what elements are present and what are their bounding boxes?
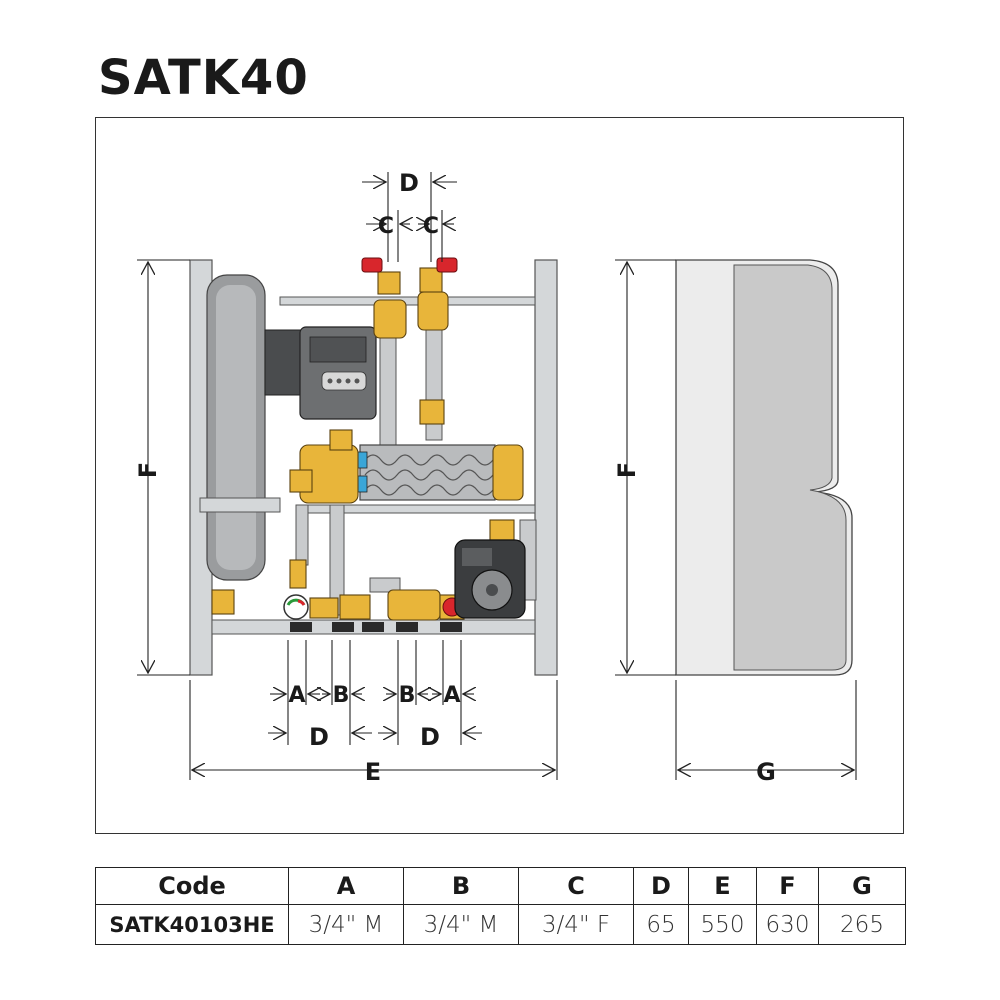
dim-c-left: C <box>378 214 394 239</box>
right-rail <box>534 259 558 676</box>
cell-d: 65 <box>633 904 689 945</box>
pipework <box>295 324 537 616</box>
table-row: SATK40103HE 3/4" M 3/4" M 3/4" F 65 550 … <box>95 904 906 945</box>
top-bar <box>279 296 536 306</box>
cell-e: 550 <box>688 904 757 945</box>
dim-g: G <box>756 758 776 786</box>
dim-f-left: F <box>134 462 162 478</box>
dim-c-right: C <box>423 214 439 239</box>
header-f: F <box>756 866 819 906</box>
dimension-table: Code A B C D E F G SATK40103HE 3/4" M 3/… <box>95 866 906 945</box>
plate-heat-exchanger <box>356 444 496 501</box>
dim-d-top: D <box>399 169 419 197</box>
cell-code: SATK40103HE <box>95 904 289 945</box>
dimension-lines <box>137 172 857 780</box>
controller-display <box>309 336 367 363</box>
dim-e: E <box>365 758 381 786</box>
side-box <box>264 329 306 396</box>
cell-c: 3/4" F <box>518 904 634 945</box>
table-header-row: Code A B C D E F G <box>95 866 906 906</box>
cover-face <box>733 264 847 671</box>
dim-d-bottom-right: D <box>420 723 440 751</box>
front-view <box>189 257 558 676</box>
page-title: SATK40 <box>98 50 309 106</box>
header-d: D <box>633 866 689 906</box>
side-view <box>675 259 853 676</box>
dim-a-right: A <box>443 683 460 708</box>
cell-b: 3/4" M <box>403 904 519 945</box>
header-g: G <box>818 866 906 906</box>
cell-g: 265 <box>818 904 906 945</box>
header-code: Code <box>95 866 289 906</box>
header-a: A <box>288 866 404 906</box>
header-c: C <box>518 866 634 906</box>
circulation-pump <box>454 539 526 619</box>
controller-buttons <box>321 371 367 391</box>
dim-b-left: B <box>333 683 350 708</box>
drawing-frame <box>95 117 904 834</box>
header-e: E <box>688 866 757 906</box>
technical-drawing: D C C F F A B B A D D E G <box>134 169 857 786</box>
dim-b-right: B <box>399 683 416 708</box>
cell-f: 630 <box>756 904 819 945</box>
dim-d-bottom-left: D <box>309 723 329 751</box>
pressure-gauge <box>283 594 309 620</box>
connection-nuts <box>290 622 462 632</box>
brass-fittings <box>211 267 524 621</box>
header-b: B <box>403 866 519 906</box>
cell-a: 3/4" M <box>288 904 404 945</box>
dim-a-left: A <box>288 683 305 708</box>
dim-f-right: F <box>613 462 641 478</box>
